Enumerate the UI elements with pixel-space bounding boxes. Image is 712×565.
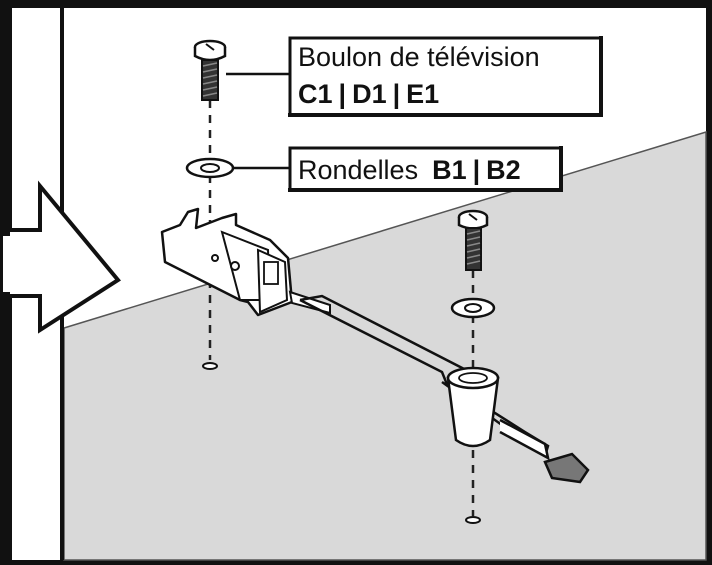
code-d1: D1 xyxy=(352,79,387,109)
code-b1: B1 xyxy=(432,155,467,185)
washer-callout: Rondelles B1|B2 xyxy=(288,146,563,192)
mounting-hole-left xyxy=(202,362,218,370)
washer-right-icon xyxy=(450,297,496,319)
arrow-gap xyxy=(3,236,11,292)
code-b2: B2 xyxy=(486,155,521,185)
direction-arrow-icon xyxy=(6,180,121,334)
separator: | xyxy=(473,155,481,185)
tv-bolt-right-icon xyxy=(457,209,489,271)
separator: | xyxy=(339,79,347,109)
strap-tail xyxy=(499,418,550,461)
bolt-callout: Boulon de télévision C1|D1|E1 xyxy=(288,36,603,117)
washer-label-line: Rondelles B1|B2 xyxy=(298,155,521,185)
anchor-cup-icon xyxy=(446,366,500,448)
washer-label-title: Rondelles xyxy=(298,155,418,185)
bolt-label-title: Boulon de télévision xyxy=(298,42,540,72)
washer-icon xyxy=(185,157,235,179)
separator: | xyxy=(393,79,401,109)
tv-bolt-icon xyxy=(193,39,227,101)
mounting-bracket xyxy=(160,207,331,317)
strap-end-tab xyxy=(543,452,590,484)
code-e1: E1 xyxy=(406,79,439,109)
code-c1: C1 xyxy=(298,79,333,109)
bolt-label-codes: C1|D1|E1 xyxy=(298,79,439,109)
mounting-hole-right xyxy=(465,516,481,524)
